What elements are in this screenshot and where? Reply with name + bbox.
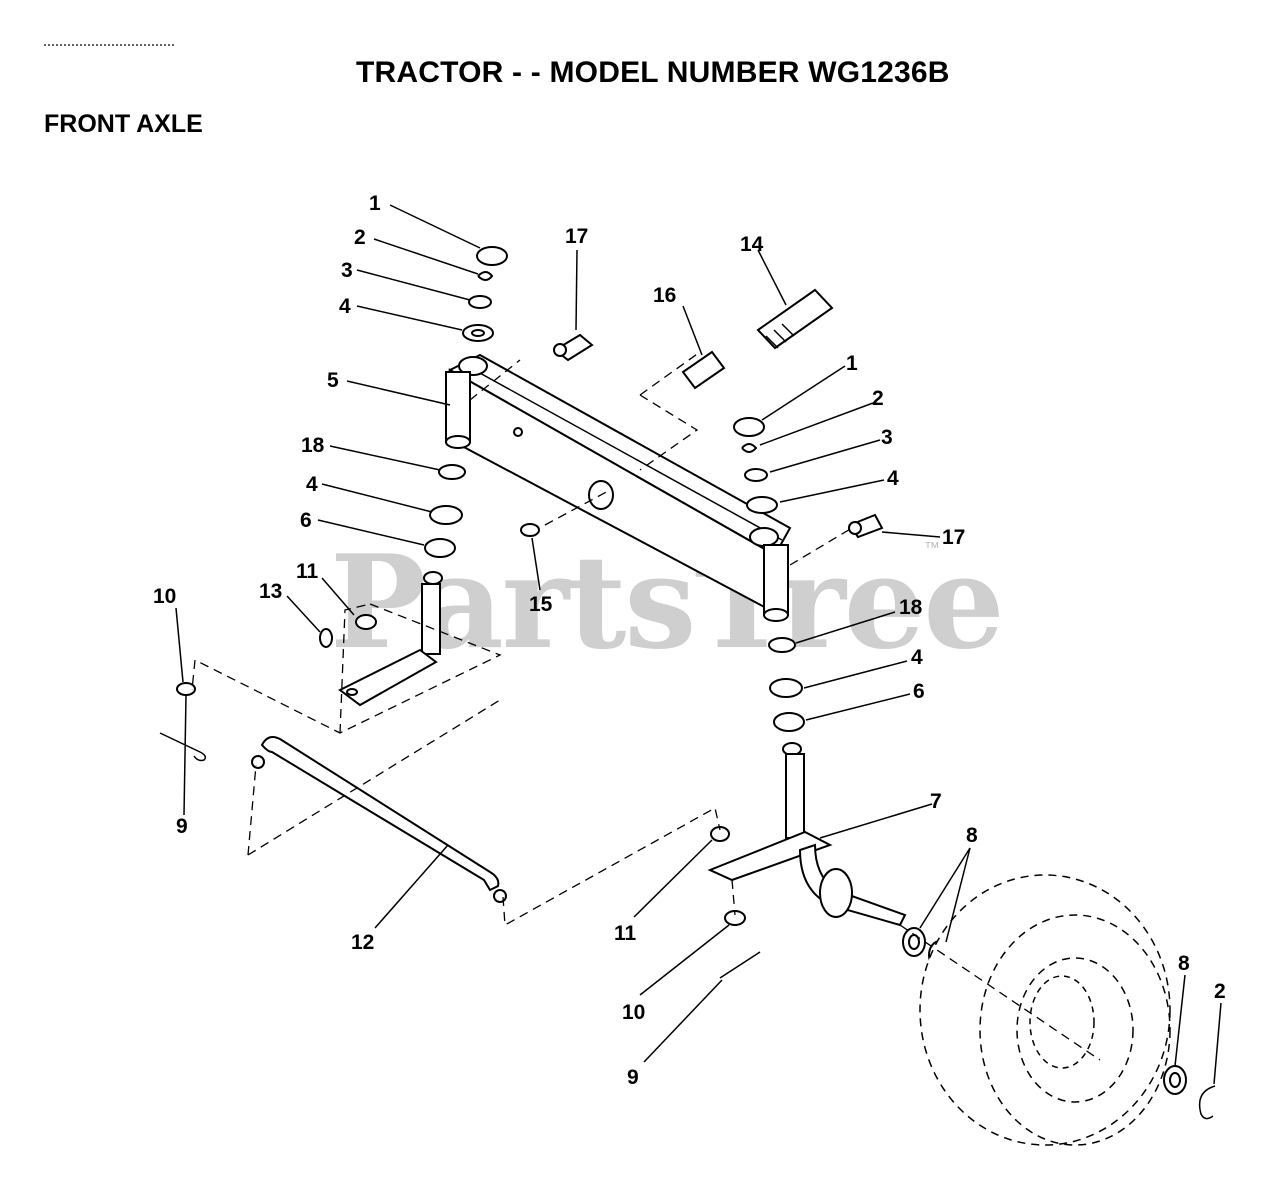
callout-6: 6 (300, 509, 312, 532)
callout-5: 5 (327, 369, 339, 392)
callout-12: 12 (351, 931, 374, 954)
callout-1: 1 (369, 192, 381, 215)
callout-9: 9 (176, 815, 188, 838)
callout-9: 9 (627, 1066, 639, 1089)
axle-beam[interactable] (445, 353, 792, 622)
callout-7: 7 (930, 790, 942, 813)
bolt-14[interactable] (756, 288, 834, 350)
callout-4: 4 (306, 473, 318, 496)
cotter-pin-9-right[interactable] (719, 951, 761, 979)
callout-11: 11 (614, 922, 637, 945)
callout-2: 2 (354, 226, 366, 249)
front-wheel[interactable] (919, 874, 1171, 1146)
callout-11: 11 (296, 560, 319, 583)
grease-fitting-17-left[interactable] (553, 333, 594, 362)
callout-4: 4 (339, 295, 351, 318)
callout-17: 17 (942, 526, 965, 549)
callout-13: 13 (259, 580, 282, 603)
callout-15: 15 (529, 593, 553, 616)
callout-17: 17 (565, 225, 588, 248)
page-title: TRACTOR - - MODEL NUMBER WG1236B (356, 56, 950, 89)
callout-14: 14 (740, 233, 764, 256)
callout-4: 4 (887, 467, 899, 490)
callout-10: 10 (153, 585, 176, 608)
callout-2: 2 (872, 387, 884, 410)
left-spindle-stack[interactable] (338, 246, 508, 707)
cotter-pin-9-left[interactable] (159, 732, 207, 762)
retaining-clip-2-wheel[interactable] (1198, 1085, 1216, 1120)
callout-18: 18 (301, 434, 325, 457)
callout-6: 6 (913, 680, 925, 703)
drag-link-12[interactable] (251, 736, 507, 903)
washer-10-left[interactable] (176, 682, 196, 696)
callout-labels: 1 2 3 4 5 18 4 6 11 13 10 9 17 16 14 1 2… (153, 192, 1226, 1089)
callout-10: 10 (622, 1001, 645, 1024)
spacer-16[interactable] (681, 350, 726, 390)
grease-fitting-17-right[interactable] (848, 513, 884, 539)
cotter-pin-13[interactable] (319, 628, 333, 648)
callout-8: 8 (966, 824, 978, 847)
right-spindle-stack[interactable] (707, 417, 907, 927)
washer-15[interactable] (520, 523, 540, 537)
trademark-symbol: ™ (924, 540, 940, 557)
callout-18: 18 (899, 596, 923, 619)
leader-lines (175, 204, 1222, 1085)
section-title: FRONT AXLE (44, 110, 203, 138)
callout-3: 3 (881, 426, 893, 449)
callout-4: 4 (911, 646, 923, 669)
washer-8-wheel[interactable] (1163, 1065, 1187, 1095)
callout-2: 2 (1214, 980, 1226, 1003)
header-scribble (44, 44, 174, 48)
callout-8: 8 (1178, 952, 1190, 975)
callout-1: 1 (846, 352, 858, 375)
callout-3: 3 (341, 259, 353, 282)
assembly-lines (191, 351, 1101, 1061)
nut-11-right[interactable] (710, 826, 730, 842)
callout-16: 16 (653, 284, 676, 307)
nut-11-left[interactable] (355, 614, 377, 630)
